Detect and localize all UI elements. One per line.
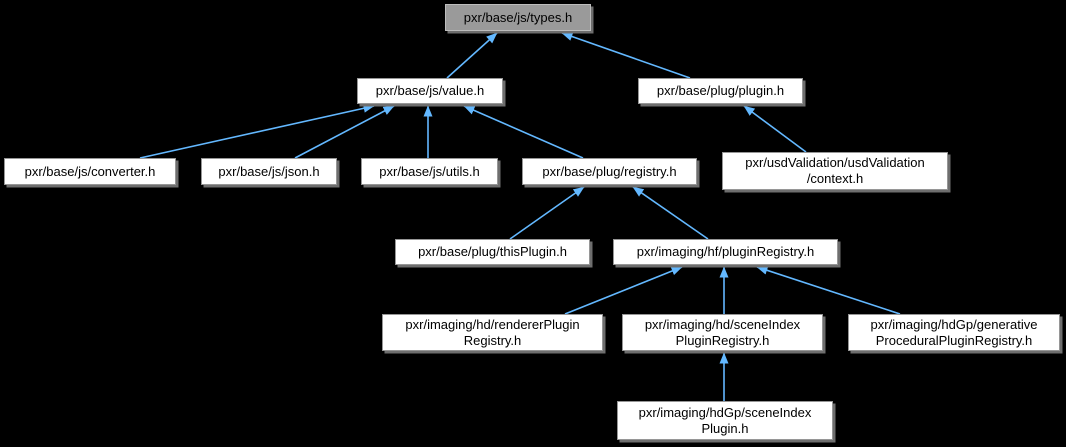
node-json[interactable]: pxr/base/js/json.h [201, 158, 337, 185]
node-plugin[interactable]: pxr/base/plug/plugin.h [638, 78, 803, 104]
edge-usd-validation-context-to-plugin [743, 105, 807, 153]
edge-converter-to-value [139, 103, 375, 159]
node-hd-renderer-plugin-registry[interactable]: pxr/imaging/hd/rendererPlugin Registry.h [382, 314, 603, 351]
edge-plugin-to-types [561, 32, 691, 79]
node-types[interactable]: pxr/base/js/types.h [445, 4, 591, 31]
node-registry[interactable]: pxr/base/plug/registry.h [522, 158, 697, 185]
edge-registry-to-value [463, 105, 584, 159]
node-hf-plugin-registry[interactable]: pxr/imaging/hf/pluginRegistry.h [613, 239, 838, 265]
node-value[interactable]: pxr/base/js/value.h [357, 78, 503, 104]
edge-hf-plugin-registry-to-registry [632, 186, 709, 240]
node-hdgp-generative-procedural-plugin-registry[interactable]: pxr/imaging/hdGp/generative ProceduralPl… [848, 314, 1060, 351]
node-hd-scene-index-plugin-registry[interactable]: pxr/imaging/hd/sceneIndex PluginRegistry… [622, 314, 823, 351]
edge-hdgp-generative-procedural-plugin-registry-to-hf-plugin-registry [756, 266, 901, 315]
node-this-plugin[interactable]: pxr/base/plug/thisPlugin.h [395, 239, 590, 265]
node-utils[interactable]: pxr/base/js/utils.h [361, 158, 498, 185]
edge-this-plugin-to-registry [509, 186, 585, 240]
node-hdgp-scene-index-plugin[interactable]: pxr/imaging/hdGp/sceneIndex Plugin.h [617, 401, 833, 440]
edge-json-to-value [294, 105, 395, 159]
edge-hd-renderer-plugin-registry-to-hf-plugin-registry [564, 266, 683, 315]
edge-value-to-types [446, 32, 498, 79]
node-converter[interactable]: pxr/base/js/converter.h [4, 158, 176, 185]
node-usd-validation-context[interactable]: pxr/usdValidation/usdValidation /context… [722, 152, 948, 190]
